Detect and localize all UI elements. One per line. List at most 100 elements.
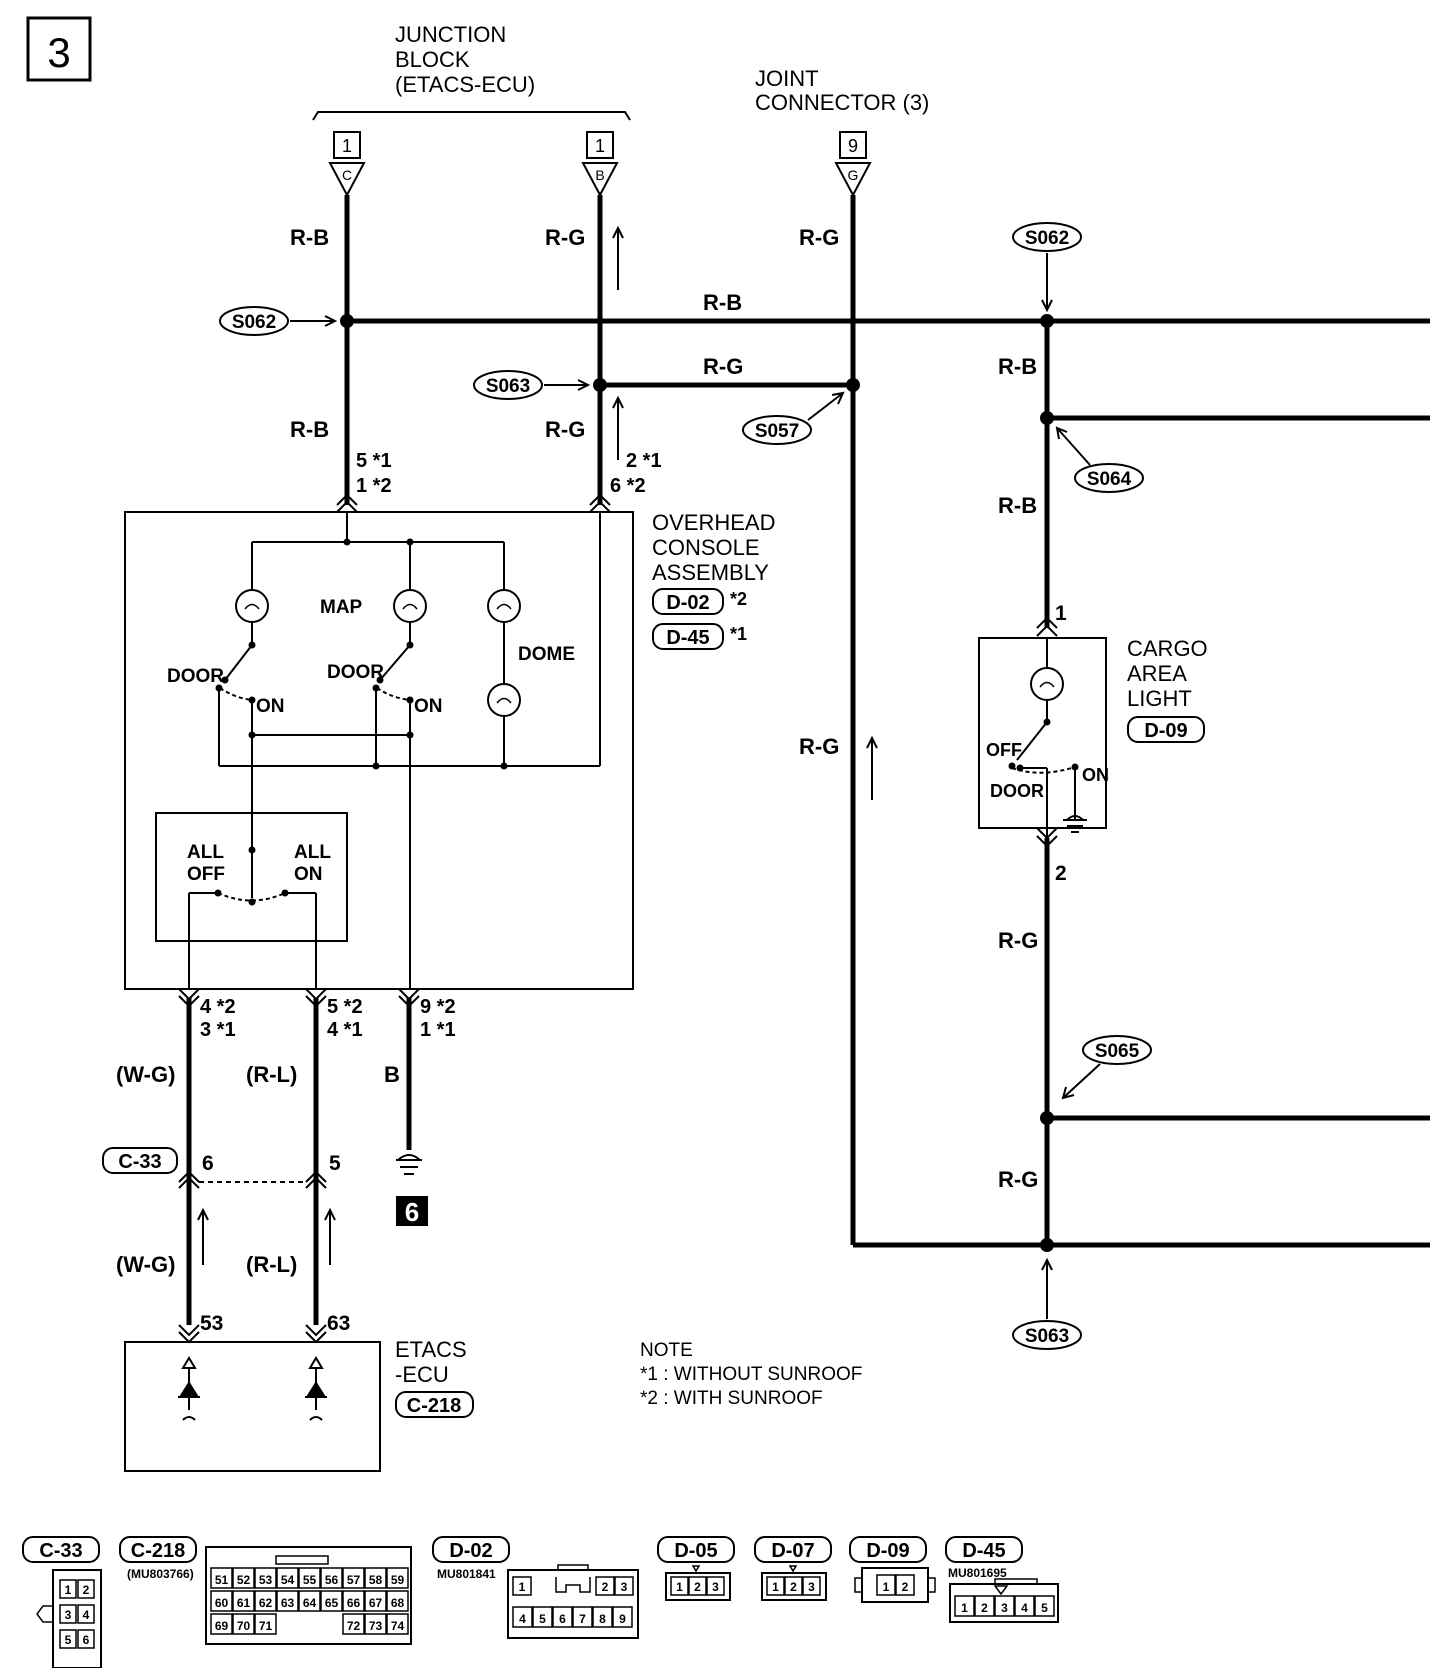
svg-text:5 *1: 5 *1 <box>356 450 392 472</box>
pin-number: 65 <box>325 1596 339 1610</box>
pin-cell <box>210 1613 233 1635</box>
joint-connector-pin: 9 G <box>834 131 872 198</box>
svg-text:D-05: D-05 <box>674 1540 717 1562</box>
svg-text:2 *1: 2 *1 <box>626 450 662 472</box>
pin-number: 53 <box>259 1573 273 1587</box>
pin-cell <box>254 1567 277 1589</box>
note: NOTE *1 : WITHOUT SUNROOF *2 : WITH SUNR… <box>640 1340 862 1409</box>
wire-label: R-G <box>799 225 839 250</box>
pin-cell <box>994 1595 1015 1617</box>
pin-cell <box>342 1567 365 1589</box>
svg-text:ON: ON <box>414 696 443 717</box>
svg-text:53: 53 <box>200 1312 223 1335</box>
svg-text:ASSEMBLY: ASSEMBLY <box>652 560 769 585</box>
svg-text:DOOR: DOOR <box>167 666 224 687</box>
svg-text:D-07: D-07 <box>771 1540 814 1562</box>
svg-text:4: 4 <box>83 1608 90 1622</box>
svg-text:C-33: C-33 <box>39 1540 82 1562</box>
pin-cell <box>254 1613 277 1635</box>
pin-cell <box>876 1574 896 1596</box>
pin-number: 52 <box>237 1573 251 1587</box>
svg-text:DOOR: DOOR <box>327 662 384 683</box>
page-number: 3 <box>47 29 70 76</box>
svg-text:OVERHEAD: OVERHEAD <box>652 510 775 535</box>
pin-cell <box>386 1590 409 1612</box>
svg-text:1: 1 <box>65 1583 72 1597</box>
pin-number: 2 <box>694 1580 701 1594</box>
pin-number: 54 <box>281 1573 295 1587</box>
svg-text:1 *1: 1 *1 <box>420 1019 456 1041</box>
pin-number: 6 <box>559 1612 566 1626</box>
svg-text:S065: S065 <box>1095 1041 1140 1062</box>
pin-cell <box>802 1576 821 1596</box>
splice-s057: S057 <box>742 391 845 445</box>
wire-label: R-G <box>545 417 585 442</box>
connector-d09-tag: D-09 <box>1144 720 1187 742</box>
svg-text:ALL: ALL <box>187 842 224 863</box>
pin-number: 59 <box>391 1573 405 1587</box>
pin-cell <box>706 1576 725 1596</box>
pin-number: 69 <box>215 1619 229 1633</box>
svg-text:D-09: D-09 <box>866 1540 909 1562</box>
pin-cell <box>1034 1595 1055 1617</box>
pin-cell <box>386 1613 409 1635</box>
pin-number: 2 <box>981 1601 988 1615</box>
svg-text:ALL: ALL <box>294 842 331 863</box>
svg-text:D-02: D-02 <box>449 1540 492 1562</box>
svg-text:OFF: OFF <box>187 864 225 885</box>
svg-text:G: G <box>848 167 859 183</box>
svg-text:OFF: OFF <box>986 740 1022 760</box>
wire-label: (R-L) <box>246 1252 297 1277</box>
connector-c33-inline: C-33 6 5 <box>102 1147 341 1189</box>
svg-text:9 *2: 9 *2 <box>420 996 456 1018</box>
svg-text:1: 1 <box>1055 602 1067 625</box>
pin-number: 1 <box>772 1580 779 1594</box>
pin-number: 64 <box>303 1596 317 1610</box>
pin-number: 3 <box>712 1580 719 1594</box>
pin-number: 2 <box>790 1580 797 1594</box>
pin-number: 1 <box>883 1580 890 1594</box>
svg-text:S064: S064 <box>1087 469 1132 490</box>
pin-number: 51 <box>215 1573 229 1587</box>
wire-label: B <box>384 1062 400 1087</box>
pin-number: 62 <box>259 1596 273 1610</box>
svg-text:JUNCTION: JUNCTION <box>395 22 506 47</box>
svg-text:-ECU: -ECU <box>395 1362 449 1387</box>
pin-number: 72 <box>347 1619 361 1633</box>
svg-text:*1: *1 <box>730 624 747 644</box>
ground-symbol: 6 <box>396 1154 428 1227</box>
jb-pin-c: 1 C <box>328 131 366 198</box>
pin-cell <box>342 1590 365 1612</box>
splice-s063-bottom: S063 <box>1012 1257 1082 1350</box>
svg-text:5: 5 <box>65 1633 72 1647</box>
svg-text:LIGHT: LIGHT <box>1127 686 1192 711</box>
wire-label: R-G <box>545 225 585 250</box>
cargo-area-light: 1 2 OFF ON DOOR CARGO AREA LIGHT D-09 <box>978 602 1208 885</box>
splice-dots <box>340 314 1054 1252</box>
joint-connector-label: JOINT CONNECTOR (3) <box>755 66 929 115</box>
pin-cell <box>552 1606 573 1628</box>
svg-text:(MU803766): (MU803766) <box>127 1567 194 1581</box>
pin-cell <box>512 1606 533 1628</box>
splice-s065: S065 <box>1061 1035 1152 1100</box>
pin-cell <box>595 1576 615 1596</box>
pin-number: 66 <box>347 1596 361 1610</box>
svg-text:4 *1: 4 *1 <box>327 1019 363 1041</box>
svg-text:9: 9 <box>848 136 858 156</box>
pin-number: 74 <box>391 1619 405 1633</box>
svg-text:63: 63 <box>327 1312 350 1335</box>
page-number-box: 3 <box>26 16 92 82</box>
pin-cell <box>342 1613 365 1635</box>
svg-text:D-45: D-45 <box>962 1540 1005 1562</box>
svg-text:2: 2 <box>83 1583 90 1597</box>
pin-number: 5 <box>539 1612 546 1626</box>
svg-text:DOOR: DOOR <box>990 781 1044 801</box>
svg-text:JOINT: JOINT <box>755 66 819 91</box>
svg-text:AREA: AREA <box>1127 661 1187 686</box>
svg-text:CARGO: CARGO <box>1127 636 1208 661</box>
pin-cell <box>364 1613 387 1635</box>
